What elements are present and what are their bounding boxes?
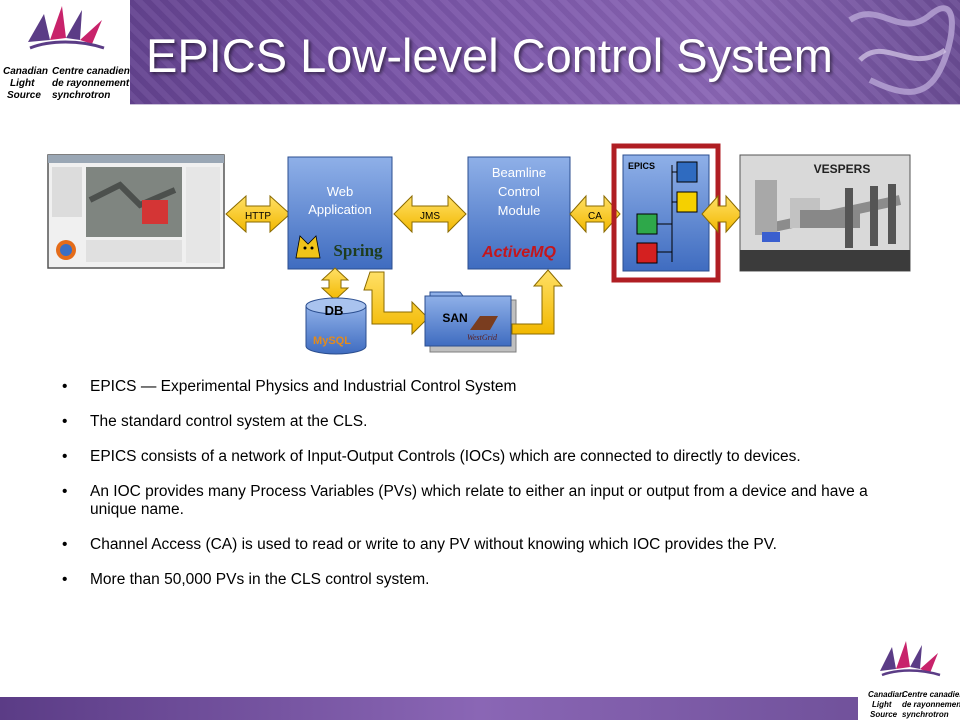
bullet-item: An IOC provides many Process Variables (… [62,483,902,519]
epics-yellow-ioc [676,191,698,213]
cls-logo-mark-icon [28,6,105,50]
epics-green-ioc [636,213,658,235]
http-arrow: HTTP [225,194,291,234]
san-storage: SAN WestGrid [424,291,517,353]
bullet-item: Channel Access (CA) is used to read or w… [62,536,902,554]
jms-arrow: JMS [393,194,467,234]
cls-footer-logo: Canadian Light Source Centre canadien de… [858,637,960,720]
webapp-san-arrow [363,271,429,336]
web-application-box: Web Application Spring [287,156,393,270]
jms-label: JMS [420,211,440,222]
beamline-label-1: Beamline [492,165,546,180]
tomcat-icon [295,235,321,259]
footer-logo-en-3: Source [870,710,898,719]
protein-ribbon-image [848,5,955,95]
bullet-item: More than 50,000 PVs in the CLS control … [62,571,902,589]
vespers-beamline-photo: VESPERS [739,154,911,272]
web-app-label-2: Application [308,202,372,217]
epics-box: EPICS [611,143,721,283]
logo-en-2: Light [10,78,35,89]
web-app-label-1: Web [327,184,354,199]
beamline-san-arrow [511,269,564,335]
header-divider [130,104,960,105]
logo-fr-2: de rayonnement [52,78,130,89]
epics-red-ioc [636,242,658,264]
westgrid-logo-text: WestGrid [467,333,498,342]
spring-logo-text: Spring [333,241,383,260]
footer-logo-en-1: Canadian [868,690,904,699]
san-label: SAN [442,311,467,325]
bullet-list: EPICS — Experimental Physics and Industr… [62,378,902,606]
logo-en-3: Source [7,90,41,101]
footer-logo-en-2: Light [872,700,892,709]
red-sample-marker [142,200,168,224]
footer-logo-fr-3: synchrotron [902,710,949,719]
footer-logo-fr-2: de rayonnement [902,700,960,709]
beamline-label-3: Module [498,203,541,218]
bullet-item: EPICS consists of a network of Input-Out… [62,448,902,466]
logo-fr-1: Centre canadien [52,66,130,77]
webapp-db-arrow [320,267,350,301]
beamline-label-2: Control [498,184,540,199]
logo-fr-3: synchrotron [52,90,110,101]
westgrid-mark-icon [470,316,498,330]
slide-header: EPICS Low-level Control System [0,0,960,104]
mysql-logo-text: MySQL [313,335,351,347]
ca-label: CA [588,211,602,222]
slide-footer [0,697,960,720]
epics-label: EPICS [628,161,655,171]
beamline-control-module-box: Beamline Control Module ActiveMQ [467,156,571,270]
http-label: HTTP [245,211,271,222]
ca-arrow: CA [569,194,621,234]
logo-en-1: Canadian [3,66,48,77]
database-cylinder: DB MySQL [305,297,367,355]
footer-logo-fr-1: Centre canadien [902,690,960,699]
bullet-item: The standard control system at the CLS. [62,413,902,431]
epics-blue-ioc [676,161,698,183]
bullet-item: EPICS — Experimental Physics and Industr… [62,378,902,396]
db-label: DB [325,303,344,318]
architecture-diagram: HTTP Web Application Spring JMS Beamline… [47,143,911,355]
vespers-label: VESPERS [814,162,871,176]
cls-footer-logo-mark-icon [880,641,941,677]
activemq-logo-text: ActiveMQ [481,244,556,261]
cls-logo: Canadian Light Source Centre canadien de… [0,0,130,104]
slide-title: EPICS Low-level Control System [146,29,833,82]
web-browser-screenshot [47,154,225,269]
